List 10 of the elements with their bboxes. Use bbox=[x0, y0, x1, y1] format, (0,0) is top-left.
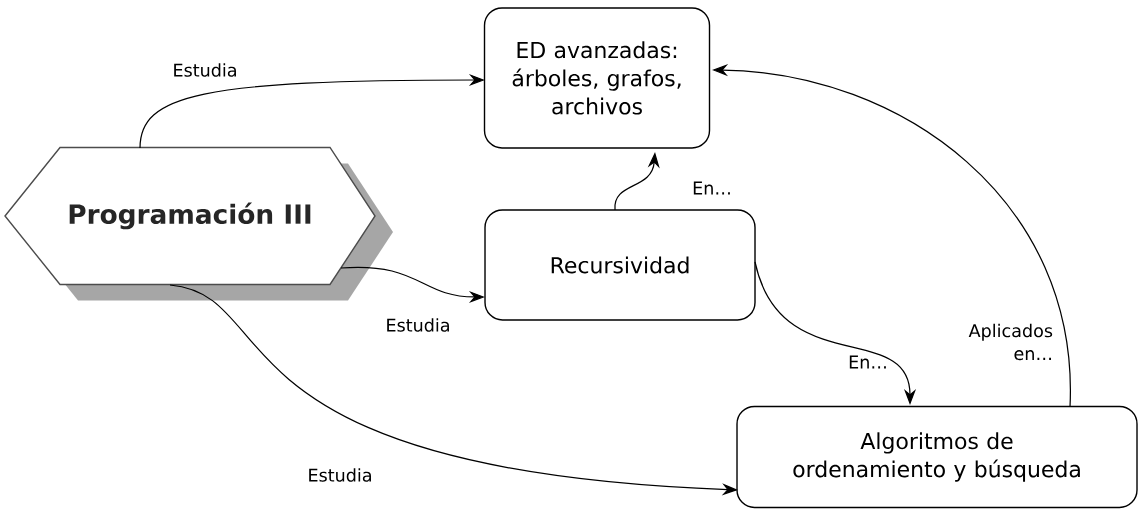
edge-label: Estudia bbox=[309, 468, 371, 482]
edge-label: Estudia bbox=[387, 318, 449, 332]
process-box: ED avanzadas: árboles, grafos, archivos bbox=[483, 7, 711, 149]
process-box: Algoritmos de ordenamiento y búsqueda bbox=[736, 405, 1138, 509]
hexagon-node: Programación III bbox=[4, 146, 393, 301]
process-box: Recursividad bbox=[484, 209, 756, 321]
edge-label: En… bbox=[849, 355, 886, 369]
edge-label: Aplicados en… bbox=[968, 323, 1053, 361]
edge-label: Estudia bbox=[174, 63, 236, 77]
edge-label: En… bbox=[693, 181, 730, 195]
